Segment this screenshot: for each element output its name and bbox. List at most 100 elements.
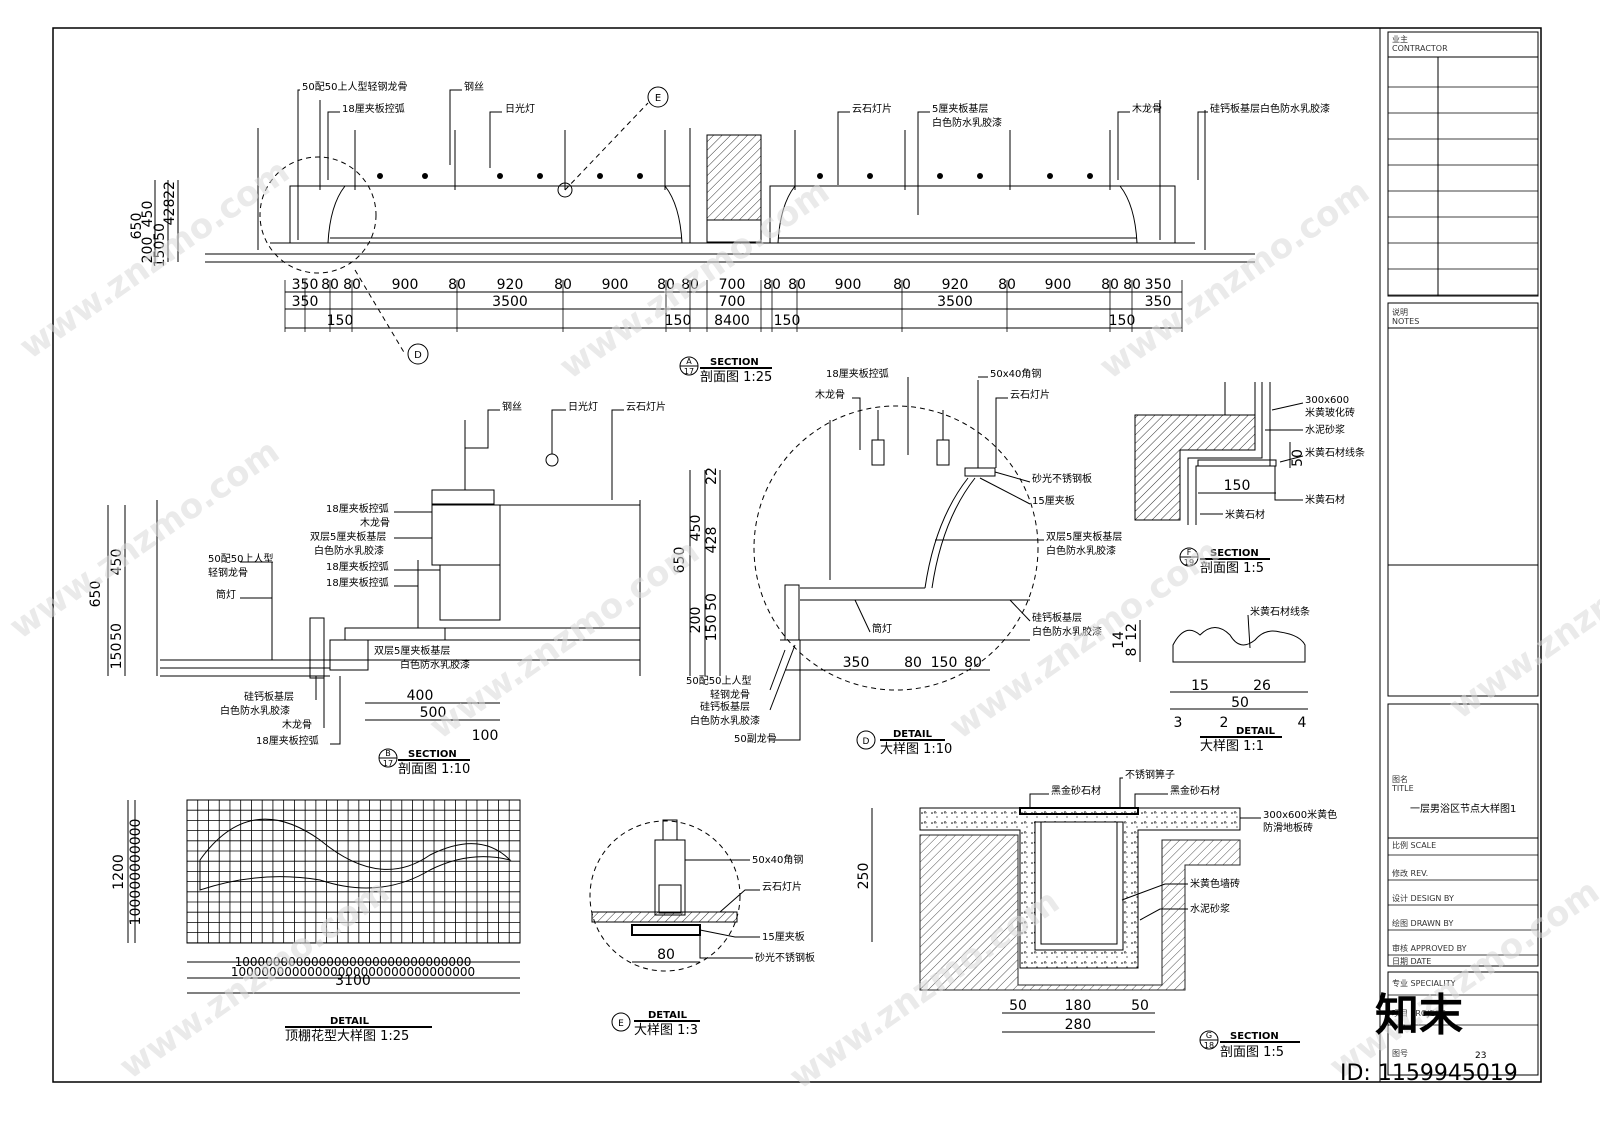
tb-notes-en: NOTES [1392,317,1419,326]
label: 云石灯片 [626,400,666,413]
dim-h: 350 [843,655,870,671]
dim-h: 8400 [714,313,750,329]
label: 18厘夹板控弧 [326,502,389,515]
dim-v: 150 [109,643,125,670]
dim-v: 428 [162,199,178,226]
dim-h: 500 [420,705,447,721]
tag-type: SECTION [408,749,457,760]
label: 黑金砂石材 [1051,784,1101,797]
tag-letter: B [385,749,391,758]
label: 白色防水乳胶漆 [1046,544,1116,557]
dim-h: 15 [1191,678,1209,694]
label: 双层5厘夹板基层 [374,644,450,657]
dim-h: 2 [1220,715,1229,731]
dim-v: 428 [704,527,720,554]
dim-v: 450 [109,549,125,576]
caption: 顶棚花型大样图 1:25 [285,1028,409,1044]
dim-h: 900 [1045,277,1072,293]
watermark-text: www.znzmo.com [422,531,707,747]
label: 白色防水乳胶漆 [400,658,470,671]
label: 水泥砂浆 [1190,902,1230,915]
tb-row-label: 图号 [1392,1049,1408,1058]
section-b: 钢丝 日光灯 云石灯片 18厘夹板控弧 木龙骨 双层5厘夹板基层 白色防水乳胶漆… [88,400,721,777]
dim-v: 450 [140,201,156,228]
dim-v: 100000000000 [128,819,144,926]
watermark-text: www.znzmo.com [2,431,287,647]
dim-v: 22 [162,181,178,199]
dim-h: 100 [472,728,499,744]
callout-d-letter: D [414,350,422,361]
tb-row-label: 日期 DATE [1392,957,1431,966]
dim-v: 12 [1124,623,1140,641]
label: 白色防水乳胶漆 [932,116,1002,129]
caption: 剖面图 1:5 [1220,1045,1284,1060]
dim-h: 700 [719,294,746,310]
watermark-text: www.znzmo.com [1322,871,1600,1087]
tb-client-label: 业主 [1392,34,1408,44]
dim-h: 920 [942,277,969,293]
dim-h: 700 [719,277,746,293]
tag-letter: D [863,737,870,747]
label: 硅钙板基层白色防水乳胶漆 [1210,102,1330,115]
dim-h: 80 [904,655,922,671]
label: 硅钙板基层 [1032,611,1082,624]
ceiling-pattern: 1200 100000000000 1000000000000000000000… [111,799,521,1044]
dim-h: 26 [1253,678,1271,694]
label: 日光灯 [505,102,535,115]
dim-h: 280 [1065,1017,1092,1033]
dim-h: 50 [1231,695,1249,711]
label: 米黄玻化砖 [1305,406,1355,419]
tag-num: 18 [1204,1041,1214,1050]
tb-row-label: 专业 SPECIALITY [1392,978,1456,988]
label: 18厘夹板控弧 [256,734,319,747]
dim-h: 50 [1131,998,1149,1014]
dim-h: 150 [327,313,354,329]
tag-type: DETAIL [330,1016,370,1027]
tag-letter: A [686,357,692,366]
dim-v: 650 [672,547,688,574]
label: 18厘夹板控弧 [326,560,389,573]
tag-letter: G [1206,1031,1212,1040]
label: 米黄石材线条 [1250,605,1310,618]
dim-v: 650 [88,581,104,608]
label: 50副龙骨 [734,732,777,745]
tb-title-label: 图名 [1392,774,1408,784]
dim-h: 80 [657,947,675,963]
label: 黑金砂石材 [1170,784,1220,797]
dim-v: 650 [129,213,145,240]
label: 硅钙板基层 [700,700,750,713]
sheet-number: 23 [1475,1051,1486,1061]
dim-h: 350 [292,294,319,310]
watermark-text: www.znzmo.com [1442,511,1600,727]
section-f: 300x600 米黄玻化砖 水泥砂浆 米黄石材线条 米黄石材 米黄石材 50 1… [1134,382,1365,576]
label: 木龙骨 [1132,102,1162,115]
label: 轻钢龙骨 [710,688,750,701]
label: 白色防水乳胶漆 [220,704,290,717]
tag-num: 17 [684,367,694,376]
dim-v: 22 [704,467,720,485]
tb-row-label: 项目 PROJECT [1392,1009,1445,1018]
label: 轻钢龙骨 [208,566,248,579]
caption: 剖面图 1:5 [1200,561,1264,576]
label: 木龙骨 [815,388,845,401]
label: 硅钙板基层 [244,690,294,703]
label: 砂光不锈钢板 [755,951,815,964]
dim-v: 450 [688,515,704,542]
dim-h: 1000000000000000000000000000000 [235,955,472,969]
label: 砂光不锈钢板 [1032,472,1092,485]
label: 白色防水乳胶漆 [690,714,760,727]
dim-h: 150 [665,313,692,329]
dim-v: 50 [704,593,720,611]
label: 筒灯 [872,622,892,635]
label: 米黄色墙砖 [1190,877,1240,890]
dim-h: 150 [931,655,958,671]
label: 钢丝 [464,80,484,93]
watermark-brand: 知末 [1375,990,1463,1041]
callout-e-letter: E [655,93,661,104]
label: 18厘夹板控弧 [826,367,889,380]
dim-v: 250 [856,863,872,890]
label: 300x600 [1305,395,1349,406]
label: 双层5厘夹板基层 [1046,530,1122,543]
dim-h: 3100 [335,973,371,989]
